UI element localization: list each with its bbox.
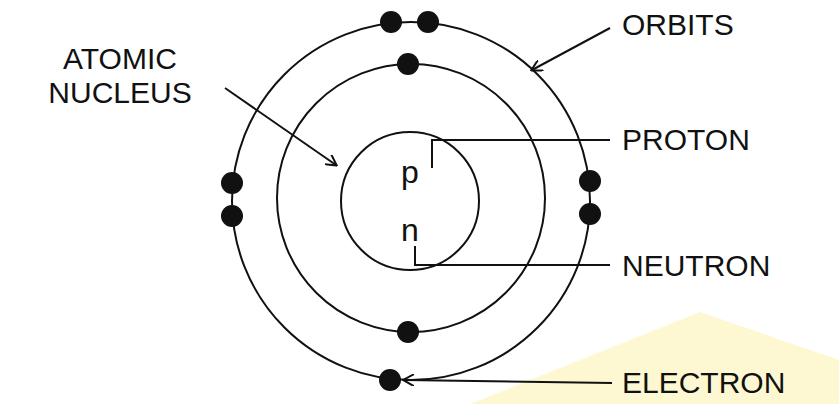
atomic-nucleus: pn xyxy=(340,131,480,271)
part-label: ELECTRON xyxy=(622,366,785,400)
electrons xyxy=(221,11,601,391)
outer-orbit xyxy=(232,22,590,380)
particle-letter: p xyxy=(342,155,478,189)
particle-letter: n xyxy=(342,213,478,247)
part-label: PROTON xyxy=(622,123,750,157)
inner-orbit xyxy=(277,64,545,332)
highlight-patch xyxy=(470,312,839,404)
part-label: NEUTRON xyxy=(622,249,770,283)
leader-lines xyxy=(225,28,612,383)
part-label: ATOMIC NUCLEUS xyxy=(20,42,220,110)
part-label: ORBITS xyxy=(622,8,734,42)
